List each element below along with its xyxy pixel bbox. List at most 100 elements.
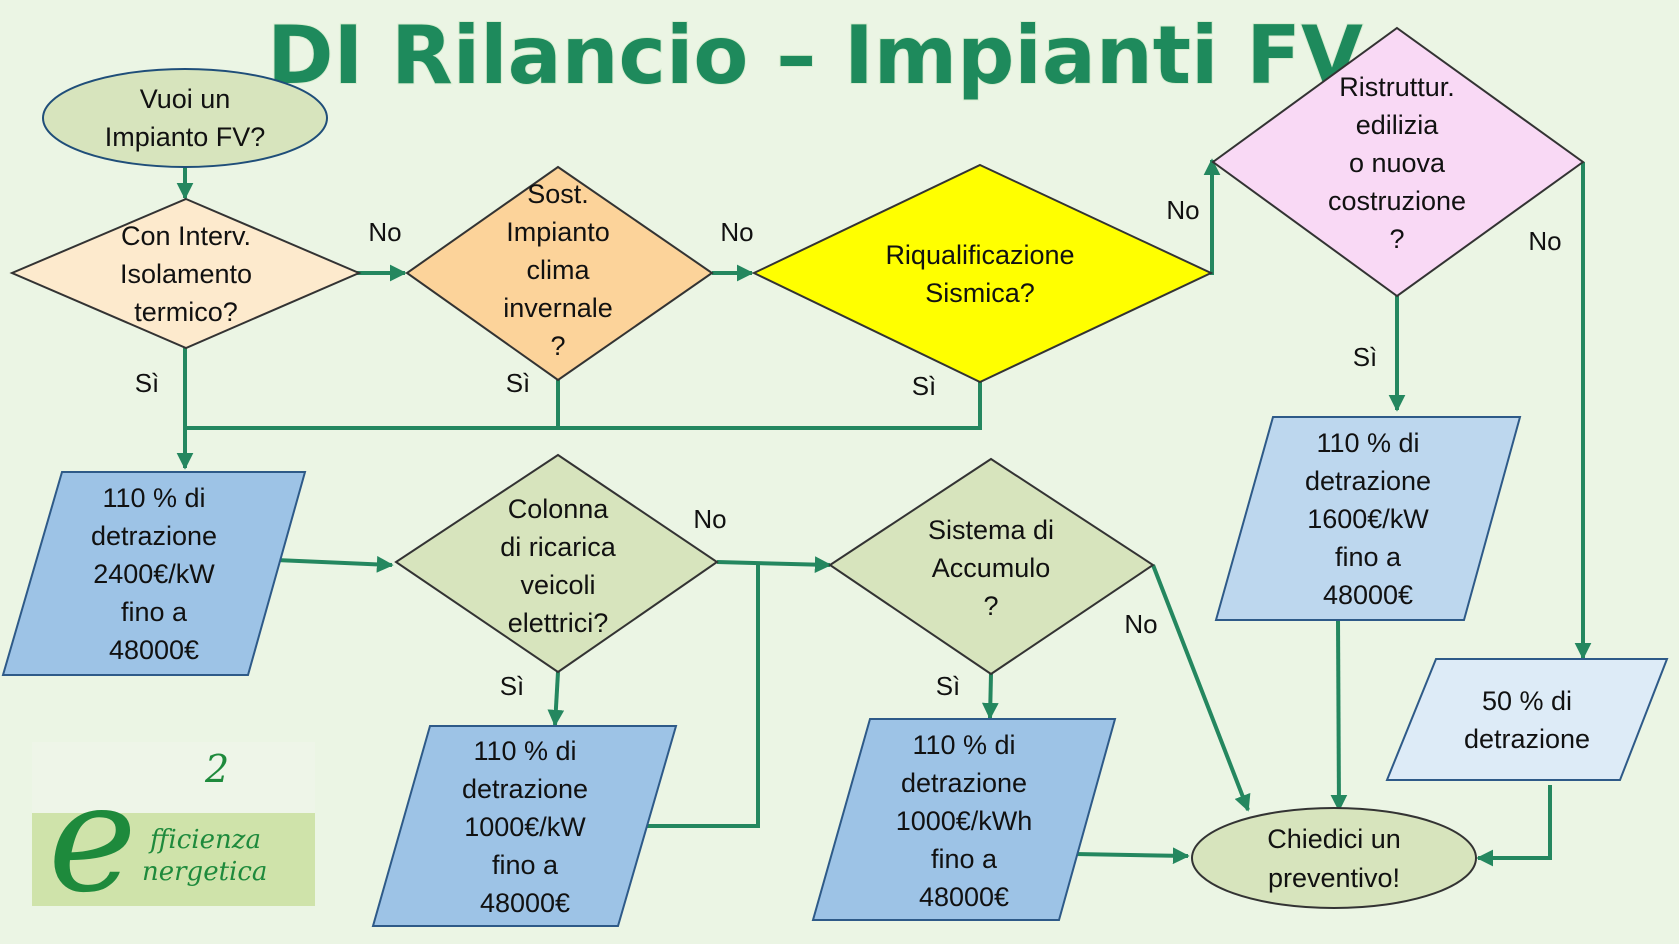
edge-label-no: No [693, 504, 726, 534]
edge-label-si: Sì [500, 671, 525, 701]
node-text: detrazione [462, 774, 588, 804]
edge-labels: No No No No No No Sì Sì Sì Sì Sì Sì [135, 195, 1562, 701]
edge-1000kw-merge [640, 565, 760, 828]
edge-label-si: Sì [506, 368, 531, 398]
edge-label-si: Sì [135, 368, 160, 398]
node-text: 110 % di [473, 736, 576, 766]
edge-sismica-no [1203, 158, 1221, 275]
node-text: preventivo! [1268, 863, 1400, 893]
node-text: Ristruttur. [1339, 72, 1455, 102]
node-text: elettrici? [508, 608, 609, 638]
edge-accumulo-si [981, 673, 999, 720]
node-text: Chiedici un [1267, 824, 1401, 854]
node-text: Sismica? [925, 278, 1035, 308]
edge-label-no: No [368, 217, 401, 247]
node-text: 110 % di [1316, 428, 1419, 458]
node-text: o nuova [1349, 148, 1446, 178]
page-title: DI Rilancio – Impianti FV [267, 9, 1363, 102]
node-text: Vuoi un [140, 84, 231, 114]
node-text: 1600€/kW [1307, 504, 1429, 534]
node-text: 1000€/kW [464, 812, 586, 842]
edge-ricarica-si [547, 671, 565, 727]
edge-label-si: Sì [936, 671, 961, 701]
node-start: Vuoi un Impianto FV? [42, 68, 328, 168]
node-text: Impianto FV? [105, 122, 266, 152]
node-text: 1000€/kWh [896, 806, 1033, 836]
node-clima: Sost. Impianto clima invernale? [405, 165, 714, 382]
node-text: 110 % di [912, 730, 1015, 760]
efficienza-energetica-logo: e 2 fficienza nergetica [32, 742, 315, 926]
node-text: Riqualificazione [885, 240, 1074, 270]
edge-1000kwh-to-preventivo [1074, 847, 1190, 865]
node-text: 2400€/kW [93, 559, 215, 589]
logo-text-line1: fficienza [148, 825, 261, 855]
node-text: invernale [503, 293, 613, 323]
node-ristrutt: Ristruttur. edilizia o nuova costruzione? [1211, 26, 1585, 298]
node-text: Con Interv. [121, 221, 251, 251]
node-text: fino a [931, 844, 998, 874]
node-text: Sost. [527, 179, 589, 209]
logo-mark: e [48, 752, 137, 926]
node-text: 48000€ [1323, 580, 1413, 610]
node-text: 110 % di [102, 483, 205, 513]
edge-label-no: No [1124, 609, 1157, 639]
connectors [176, 158, 1592, 867]
edge-label-no: No [1166, 195, 1199, 225]
edge-label-si: Sì [912, 371, 937, 401]
node-text: Accumulo [932, 553, 1051, 583]
node-text: detrazione [1305, 466, 1431, 496]
edge-50-to-preventivo [1476, 785, 1552, 867]
node-text: Impianto [506, 217, 610, 247]
node-text: veicoli [520, 570, 595, 600]
node-text: ? [550, 331, 565, 361]
node-text: Isolamento [120, 259, 252, 289]
node-text: edilizia [1356, 110, 1440, 140]
edge-ricarica-no [716, 556, 832, 573]
node-text: detrazione [91, 521, 217, 551]
node-text: clima [526, 255, 590, 285]
node-text: costruzione [1328, 186, 1466, 216]
node-text: 48000€ [480, 888, 570, 918]
edge-label-no: No [1528, 226, 1561, 256]
node-text: fino a [1335, 542, 1402, 572]
node-text: detrazione [1464, 724, 1590, 754]
edge-label-no: No [720, 217, 753, 247]
node-detr1600: 110 % di detrazione 1600€/kW fino a 48000€ [1214, 416, 1522, 621]
node-ricarica: Colonna di ricarica veicoli elettrici? [394, 453, 719, 674]
node-text: Sistema di [928, 515, 1054, 545]
node-text: di ricarica [500, 532, 617, 562]
edge-sismica-si [185, 382, 982, 430]
node-text: 48000€ [919, 882, 1009, 912]
node-text: ? [983, 591, 998, 621]
node-detr50: 50 % di detrazione [1385, 658, 1669, 781]
edge-label-si: Sì [1353, 342, 1378, 372]
edge-accumulo-no [1151, 564, 1251, 812]
edge-2400-to-ricarica [275, 555, 394, 573]
node-text: 50 % di [1482, 686, 1572, 716]
node-text: Colonna [508, 494, 610, 524]
node-text: 48000€ [109, 635, 199, 665]
logo-superscript: 2 [204, 747, 229, 791]
node-preventivo: Chiedici un preventivo! [1191, 807, 1477, 909]
node-text: ? [1389, 224, 1404, 254]
node-accumulo: Sistema di Accumulo? [828, 457, 1155, 676]
edge-1600-to-preventivo [1330, 619, 1348, 812]
